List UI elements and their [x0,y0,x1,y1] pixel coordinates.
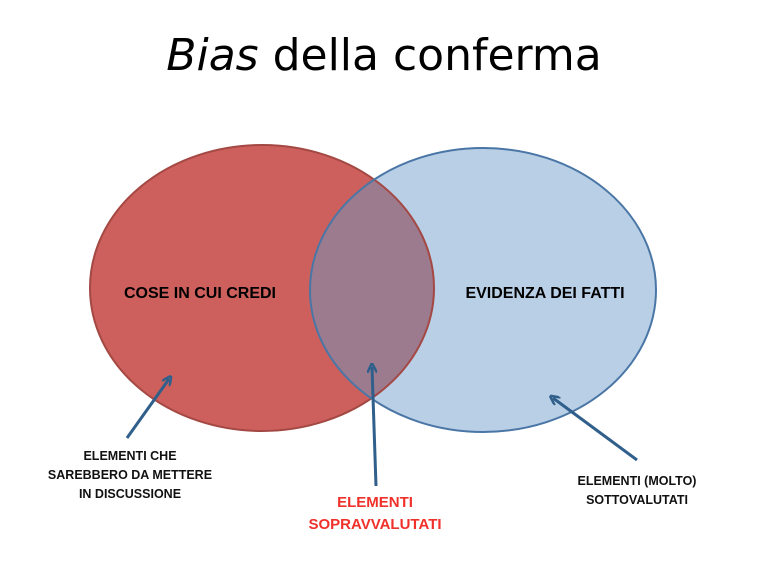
arrow-middle [372,367,378,487]
title-rest: della conferma [258,30,602,81]
annotation-undervalued: ELEMENTI (MOLTO)SOTTOVALUTATI [577,474,697,507]
overlap-region [310,148,434,431]
slide-title: Bias della conferma [0,30,768,81]
set-label-beliefs: COSE IN CUI CREDI [123,285,276,302]
title-italic: Bias [166,30,259,81]
facts-circle-outline [309,147,657,433]
arrow-right [553,398,638,462]
arrow-left [125,379,169,439]
beliefs-circle-outline [89,144,435,432]
set-label-facts: EVIDENZA DEI FATTI [465,285,625,302]
